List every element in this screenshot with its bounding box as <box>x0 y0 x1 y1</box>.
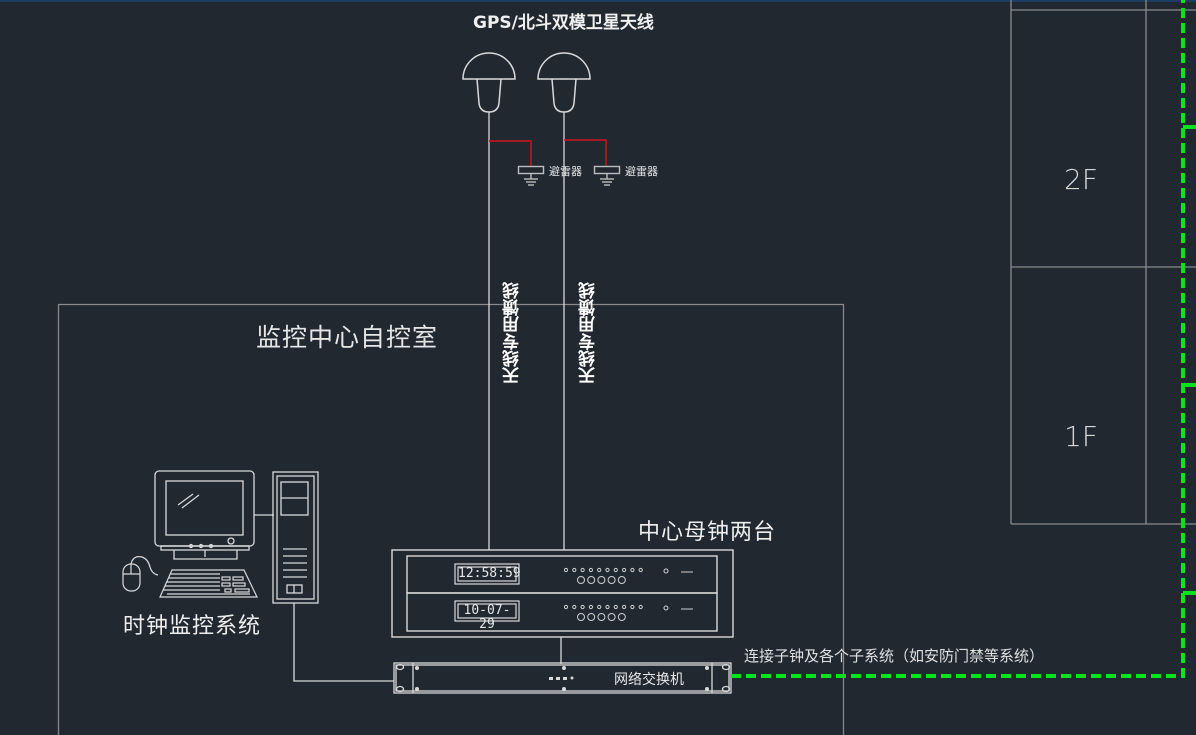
feeder-label-1: 天线专用馈线 <box>503 282 523 384</box>
computer-monitor <box>154 470 255 560</box>
indicator-led <box>638 604 643 610</box>
control-knob <box>597 576 606 584</box>
arrester-label-2: 避雷器 <box>625 165 658 178</box>
connection-note: 连接子钟及各个子系统（如安防门禁等系统） <box>744 647 1045 665</box>
control-knob <box>607 576 616 584</box>
clock-display-date: 10-07-29 <box>463 603 511 632</box>
indicator-led <box>622 604 627 610</box>
feeder-label-2: 天线专用馈线 <box>579 282 599 384</box>
indicator-led <box>605 604 610 610</box>
indicator-led <box>597 604 602 610</box>
switch-label: 网络交换机 <box>614 672 684 688</box>
indicator-led <box>613 604 618 610</box>
feeder-cables <box>488 112 565 550</box>
clock-display-time: 12:58:59 <box>458 566 521 581</box>
computer-tower <box>272 471 319 604</box>
building-floors <box>1010 0 1196 525</box>
floor-label-1f: 1F <box>1064 420 1098 453</box>
indicator-led <box>630 604 635 610</box>
indicator-led <box>638 567 643 573</box>
arrester-links <box>489 139 607 166</box>
control-knob <box>587 576 596 584</box>
gps-antenna-1 <box>462 52 516 113</box>
floor-branch-connectors <box>1183 125 1196 595</box>
switch-screws <box>415 666 709 691</box>
mouse <box>122 556 159 592</box>
indicator-led <box>580 567 585 573</box>
window-top-edge <box>0 0 1196 2</box>
indicator-led <box>588 567 594 573</box>
room-label: 监控中心自控室 <box>256 323 439 352</box>
indicator-led <box>630 567 635 573</box>
power-indicator <box>663 568 669 574</box>
control-knob <box>577 576 585 584</box>
network-dashed-line <box>731 0 1185 678</box>
clock-panel-indicators <box>563 567 693 621</box>
control-knob <box>577 613 585 621</box>
master-clock-label: 中心母钟两台 <box>638 520 777 545</box>
lightning-arrester-2 <box>593 165 621 186</box>
control-knob <box>617 576 626 584</box>
floor-label-2f: 2F <box>1064 163 1098 196</box>
indicator-led <box>605 567 610 573</box>
control-knob <box>587 613 596 621</box>
control-room-frame <box>57 303 845 735</box>
control-knob <box>617 613 626 621</box>
control-knob <box>607 613 616 621</box>
indicator-led <box>613 567 618 573</box>
indicator-led <box>572 567 577 573</box>
indicator-led <box>622 567 627 573</box>
lightning-arrester-1 <box>517 165 545 186</box>
keyboard <box>159 569 258 598</box>
clock-display-frames <box>454 563 520 622</box>
indicator-led <box>572 604 577 610</box>
power-indicator <box>663 605 669 611</box>
antenna-title: GPS/北斗双模卫星天线 <box>473 13 654 33</box>
indicator-led <box>563 567 569 573</box>
indicator-led <box>588 604 594 610</box>
indicator-led <box>597 567 602 573</box>
arrester-label-1: 避雷器 <box>549 165 582 178</box>
monitor-system-label: 时钟监控系统 <box>123 614 262 639</box>
control-knob <box>597 613 606 621</box>
master-clock-rack <box>391 549 734 638</box>
indicator-led <box>580 604 585 610</box>
indicator-led <box>563 604 569 610</box>
pc-to-switch-line <box>293 603 394 682</box>
gps-antenna-2 <box>537 52 591 113</box>
